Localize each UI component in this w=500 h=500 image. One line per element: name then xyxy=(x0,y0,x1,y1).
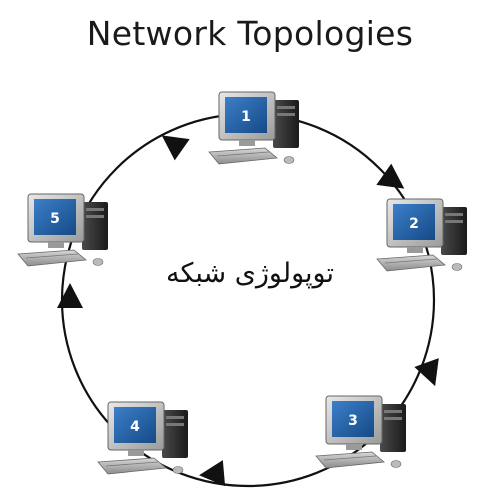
keyboard xyxy=(17,249,87,267)
keyboard xyxy=(208,147,278,165)
tower-case xyxy=(82,202,108,250)
mouse xyxy=(92,258,104,266)
arrow-head-icon xyxy=(199,460,226,487)
mouse xyxy=(283,156,295,164)
node-number-label: 2 xyxy=(409,216,419,232)
mouse xyxy=(172,466,184,474)
center-label: توپولوژی شبکه xyxy=(165,258,334,289)
page-title: Network Topologies xyxy=(86,14,414,53)
computer-node-5: 5 xyxy=(17,193,108,267)
tower-case xyxy=(162,410,188,458)
node-number-label: 4 xyxy=(130,419,140,435)
keyboard xyxy=(376,254,446,272)
arrow-head-icon xyxy=(57,283,83,308)
computer-node-2: 2 xyxy=(376,198,467,272)
arrow-head-icon xyxy=(161,135,190,161)
tower-case xyxy=(273,100,299,148)
keyboard xyxy=(315,451,385,469)
monitor-screen xyxy=(34,199,76,235)
monitor-screen xyxy=(332,401,374,437)
arrow-head-icon xyxy=(414,358,439,387)
computer-node-3: 3 xyxy=(315,395,406,469)
keyboard xyxy=(97,457,167,475)
node-number-label: 1 xyxy=(241,109,251,125)
monitor-screen xyxy=(114,407,156,443)
monitor-screen xyxy=(393,204,435,240)
arrow-head-icon xyxy=(376,163,405,189)
mouse xyxy=(390,460,402,468)
node-number-label: 5 xyxy=(50,211,60,227)
node-number-label: 3 xyxy=(348,413,358,429)
computer-node-1: 1 xyxy=(208,91,299,165)
computer-node-4: 4 xyxy=(97,401,188,475)
tower-case xyxy=(380,404,406,452)
mouse xyxy=(451,263,463,271)
monitor-screen xyxy=(225,97,267,133)
tower-case xyxy=(441,207,467,255)
